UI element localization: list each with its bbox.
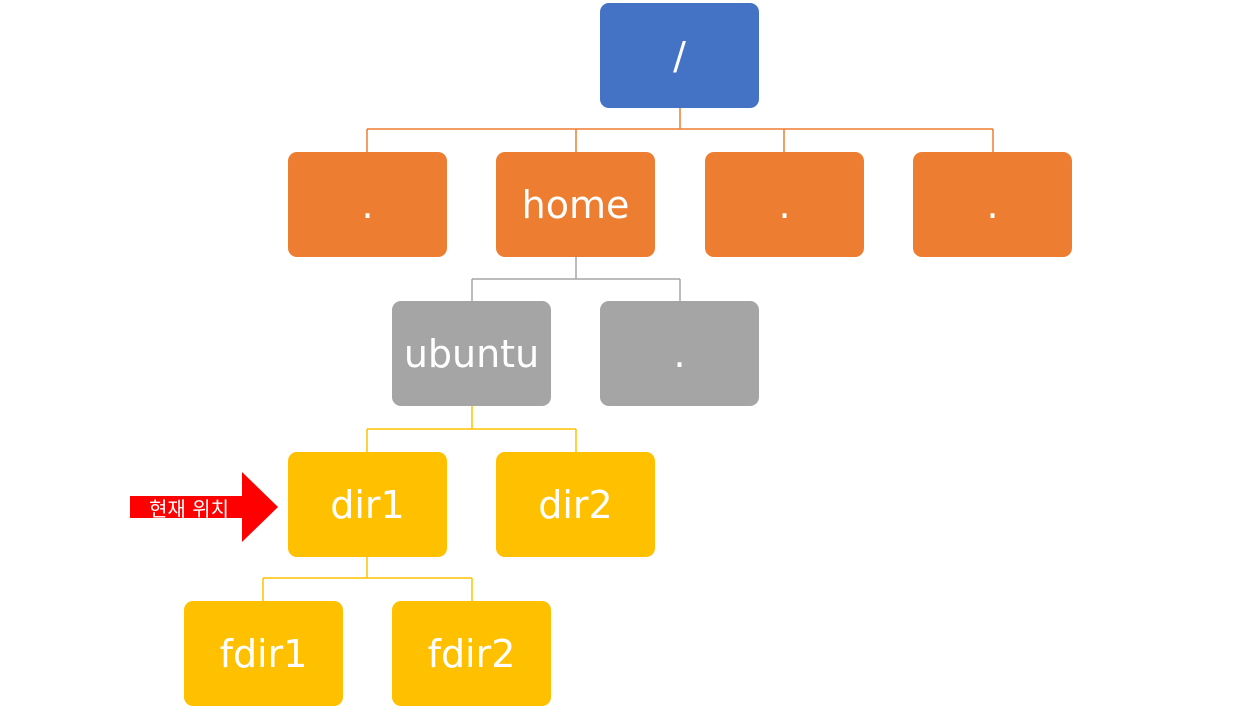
node-ubuntu-label: ubuntu bbox=[403, 331, 540, 376]
connector-dir1-children bbox=[262, 556, 473, 601]
node-root: / bbox=[600, 3, 759, 108]
red-arrow-icon bbox=[130, 472, 278, 542]
node-fdir2: fdir2 bbox=[392, 601, 551, 706]
current-location-marker: 현재 위치 bbox=[130, 472, 280, 542]
node-dot-4: . bbox=[600, 301, 759, 406]
node-home-label: home bbox=[521, 182, 630, 227]
node-dot-3: . bbox=[913, 152, 1072, 257]
node-dot-1-label: . bbox=[361, 182, 374, 227]
node-dir1: dir1 bbox=[288, 452, 447, 557]
node-dir2-label: dir2 bbox=[538, 482, 613, 527]
node-dir2: dir2 bbox=[496, 452, 655, 557]
node-root-label: / bbox=[673, 33, 686, 78]
node-home: home bbox=[496, 152, 655, 257]
node-dot-4-label: . bbox=[673, 331, 686, 376]
node-fdir2-label: fdir2 bbox=[427, 631, 516, 676]
node-ubuntu: ubuntu bbox=[392, 301, 551, 406]
node-dot-1: . bbox=[288, 152, 447, 257]
node-dir1-label: dir1 bbox=[330, 482, 405, 527]
node-dot-2: . bbox=[705, 152, 864, 257]
connector-ubuntu-children bbox=[366, 406, 577, 452]
current-location-label: 현재 위치 bbox=[149, 496, 229, 521]
node-dot-2-label: . bbox=[778, 182, 791, 227]
node-fdir1: fdir1 bbox=[184, 601, 343, 706]
node-fdir1-label: fdir1 bbox=[219, 631, 308, 676]
connector-home-children bbox=[471, 257, 681, 301]
node-dot-3-label: . bbox=[986, 182, 999, 227]
connector-root-children bbox=[366, 107, 994, 152]
